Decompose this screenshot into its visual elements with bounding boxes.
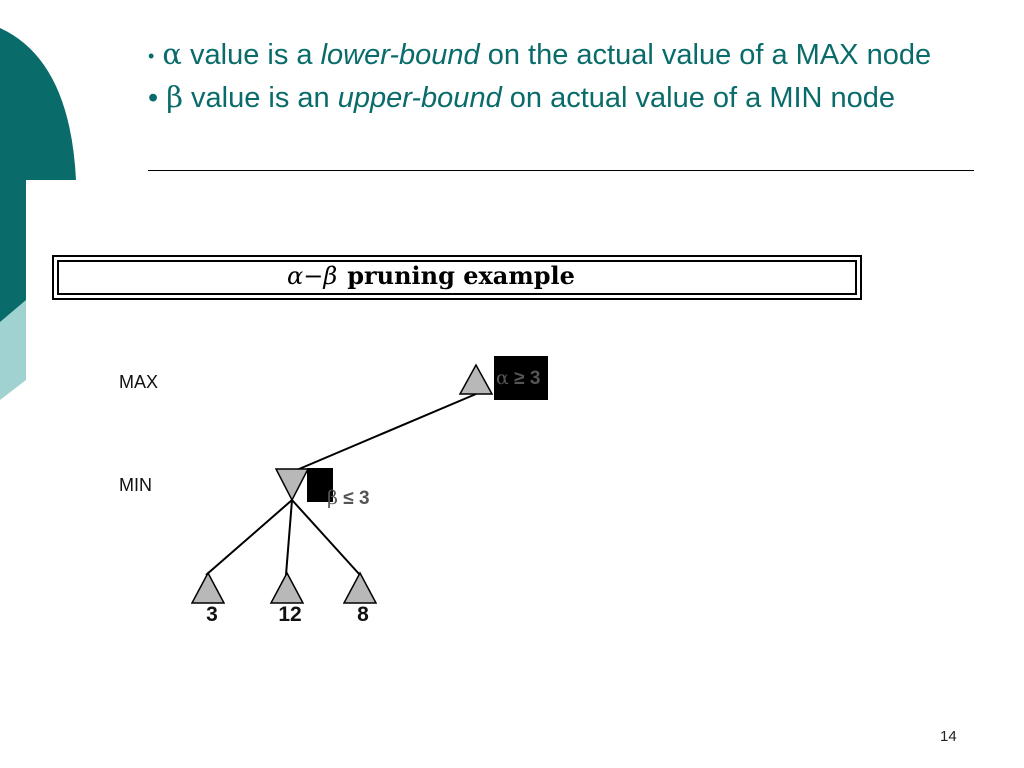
leaf-value: 3 (206, 603, 218, 626)
max-node-tag-text: ≥ 3 (508, 368, 541, 389)
panel-title-symbol: α−β (287, 262, 338, 290)
min-node (274, 468, 310, 502)
beta-symbol: β (327, 487, 338, 509)
edge-min-leaf3 (291, 499, 361, 576)
leaf-node (269, 571, 305, 604)
max-node-tag: α ≥ 3 (494, 356, 548, 400)
alpha-symbol: α (496, 367, 509, 389)
bullet-beta: • β value is an upper-bound on actual va… (148, 77, 998, 119)
edge-min-leaf1 (205, 499, 293, 576)
beta-symbol: β (166, 79, 183, 114)
bullet-list: • α value is a lower-bound on the actual… (148, 34, 998, 119)
bullet-text: on actual value of a MIN node (501, 81, 896, 114)
panel-title-box: α−β pruning example (52, 255, 862, 300)
divider-line (148, 170, 974, 171)
bullet-emphasis: lower-bound (320, 39, 480, 71)
leaf-node (190, 571, 226, 604)
edge-root-min (291, 393, 477, 473)
level-label-min: MIN (119, 475, 152, 495)
min-node-tag-box (307, 468, 333, 502)
min-node-tag: β ≤ 3 (327, 487, 370, 510)
leaf-value: 8 (357, 603, 369, 626)
page-number: 14 (940, 728, 957, 745)
panel-title-inner-border (57, 260, 857, 295)
min-node-tag-text: ≤ 3 (337, 488, 370, 509)
panel-title: α−β pruning example (287, 261, 575, 291)
bullet-text: value is an (182, 81, 338, 114)
leaf-value: 12 (278, 603, 302, 626)
panel-title-text: pruning example (347, 261, 575, 290)
bullet-marker: • (148, 81, 159, 114)
bullet-text: value is a (181, 39, 321, 71)
bullet-text: on the actual value of a MAX node (479, 39, 932, 71)
edge-min-leaf2 (285, 499, 293, 576)
bullet-alpha: • α value is a lower-bound on the actual… (148, 34, 998, 77)
side-decoration (0, 28, 76, 400)
bullet-emphasis: upper-bound (337, 81, 502, 114)
leaf-node (342, 571, 378, 604)
max-node (458, 363, 494, 395)
bullet-marker: • (148, 45, 155, 66)
level-label-max: MAX (119, 372, 159, 392)
alpha-symbol: α (162, 37, 182, 71)
